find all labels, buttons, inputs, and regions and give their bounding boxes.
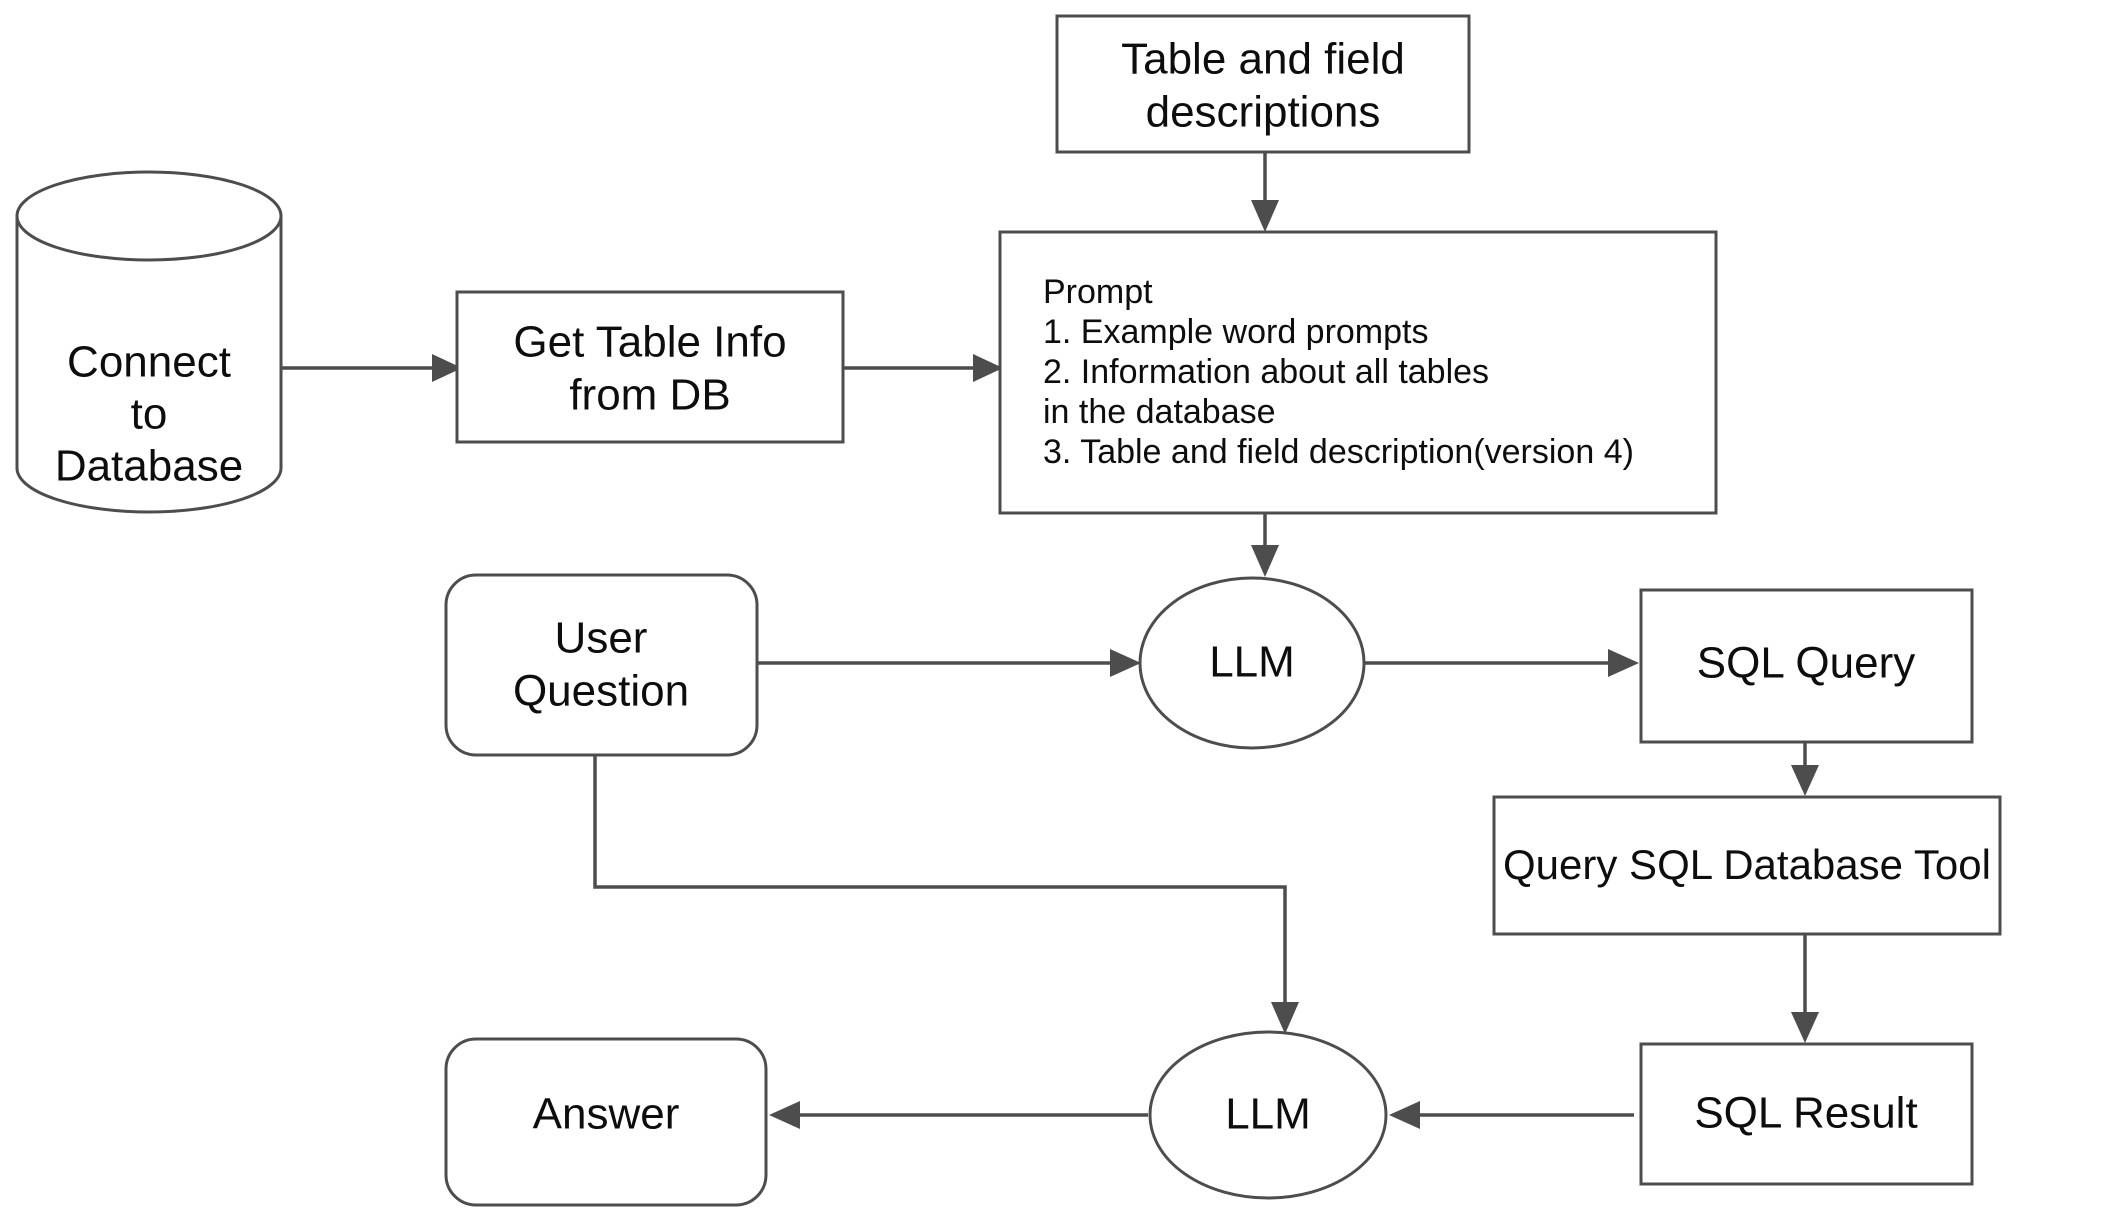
get-table-info-line-2: from DB bbox=[569, 371, 730, 420]
node-prompt[interactable]: Prompt 1. Example word prompts 2. Inform… bbox=[998, 230, 1718, 515]
edge-llm-bottom-to-answer bbox=[769, 1101, 1148, 1129]
answer-label: Answer bbox=[533, 1090, 680, 1139]
node-table-and-field-descriptions[interactable]: Table and field descriptions bbox=[1055, 14, 1471, 154]
node-get-table-info-from-db[interactable]: Get Table Info from DB bbox=[455, 290, 845, 444]
prompt-item-3: 3. Table and field description(version 4… bbox=[1043, 433, 1634, 471]
connect-db-line-1: Connect bbox=[67, 338, 231, 387]
edge-descriptions-to-prompt bbox=[1251, 152, 1279, 232]
llm-top-label: LLM bbox=[1209, 638, 1295, 687]
node-query-sql-database-tool[interactable]: Query SQL Database Tool bbox=[1492, 795, 2002, 936]
query-sql-database-tool-label: Query SQL Database Tool bbox=[1503, 841, 1991, 888]
node-llm-top[interactable]: LLM bbox=[1138, 576, 1366, 750]
sql-result-label: SQL Result bbox=[1694, 1089, 1917, 1138]
prompt-heading: Prompt bbox=[1043, 273, 1153, 311]
descriptions-line-1: Table and field bbox=[1121, 35, 1405, 84]
connect-db-line-2: to bbox=[131, 390, 168, 439]
node-answer[interactable]: Answer bbox=[444, 1037, 768, 1207]
edge-connect-db-to-get-table-info bbox=[281, 354, 462, 382]
prompt-item-2: 2. Information about all tables bbox=[1043, 353, 1489, 391]
edge-tool-to-sql-result bbox=[1791, 934, 1819, 1043]
edge-prompt-to-llm-top bbox=[1251, 513, 1279, 577]
node-llm-bottom[interactable]: LLM bbox=[1148, 1030, 1388, 1200]
node-sql-result[interactable]: SQL Result bbox=[1639, 1042, 1974, 1186]
prompt-item-1: 1. Example word prompts bbox=[1043, 313, 1429, 351]
llm-bottom-label: LLM bbox=[1225, 1090, 1311, 1139]
sql-query-label: SQL Query bbox=[1697, 639, 1915, 688]
user-question-line-2: Question bbox=[513, 667, 689, 716]
edge-user-question-to-llm-bottom bbox=[593, 755, 1299, 1034]
edge-sql-result-to-llm-bottom bbox=[1389, 1101, 1634, 1129]
node-user-question[interactable]: User Question bbox=[444, 573, 759, 757]
edge-llm-top-to-sql-query bbox=[1364, 649, 1639, 677]
node-connect-to-database[interactable]: Connect to Database bbox=[15, 170, 283, 514]
edge-user-question-to-llm-top bbox=[757, 649, 1141, 677]
user-question-line-1: User bbox=[555, 614, 648, 663]
edge-sql-query-to-tool bbox=[1791, 742, 1819, 796]
node-sql-query[interactable]: SQL Query bbox=[1639, 588, 1974, 744]
connect-db-line-3: Database bbox=[55, 442, 243, 491]
prompt-item-2-continued: in the database bbox=[1043, 393, 1276, 431]
edge-get-table-info-to-prompt bbox=[843, 354, 1003, 382]
descriptions-line-2: descriptions bbox=[1146, 88, 1381, 137]
get-table-info-line-1: Get Table Info bbox=[513, 318, 786, 367]
